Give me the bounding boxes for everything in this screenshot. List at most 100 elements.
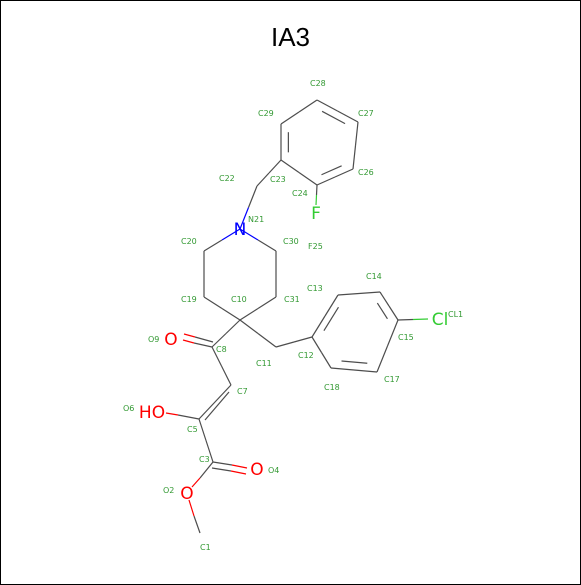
chlorine-symbol: Cl	[432, 310, 449, 330]
bond-n21-c22	[247, 185, 258, 208]
atom-index-label: C12	[298, 351, 314, 360]
bond-c14-c15	[388, 305, 399, 321]
bond-c8-c7	[220, 365, 232, 386]
bond-c8-c7	[211, 346, 223, 367]
bond-layer	[165, 99, 429, 534]
carbonyl-oxygen-symbol: O	[250, 460, 263, 480]
bond-c5-o6	[165, 412, 179, 416]
bond-c5-c3	[205, 440, 214, 463]
bond-c15-c17	[376, 345, 389, 373]
atom-index-label: C29	[258, 109, 274, 118]
atom-index-label: O6	[123, 404, 134, 413]
atom-index-label: C22	[219, 174, 235, 183]
atom-index-label: C11	[256, 359, 272, 368]
bond-c8-o9	[194, 336, 214, 343]
fluorine-symbol: F	[311, 204, 321, 224]
atom-index-label: CL1	[448, 310, 463, 319]
aromatic-inner-c14-c15	[376, 302, 388, 320]
bond-c22-c23	[256, 172, 270, 187]
hydroxyl-symbol: HO	[139, 403, 165, 423]
bond-c15-c17	[386, 319, 399, 347]
bond-c3-o4	[230, 470, 247, 475]
bond-c10-c11	[257, 333, 277, 348]
bond-c26-c27	[354, 121, 359, 146]
bond-c8-o9	[193, 342, 213, 348]
bond-c30-n21	[257, 239, 277, 252]
atom-index-label: O9	[148, 335, 159, 344]
bond-c24-c26	[334, 168, 354, 178]
bond-c27-c28	[337, 110, 359, 123]
bond-c10-c31	[239, 307, 259, 321]
bond-c24-f25	[315, 184, 318, 196]
aromatic-inner-c12-c13	[323, 306, 339, 332]
atom-index-label: C17	[384, 375, 400, 384]
atom-index-label: C15	[398, 333, 414, 342]
bond-c17-c18	[353, 369, 378, 373]
bond-c17-c18	[330, 367, 355, 371]
bond-c18-c12	[311, 336, 323, 353]
bond-c19-c10	[203, 296, 223, 310]
bond-c10-c11	[239, 319, 259, 334]
nitrogen-symbol: N	[234, 220, 247, 240]
bond-c3-o4	[211, 467, 232, 472]
ketone-oxygen-symbol: O	[164, 330, 177, 350]
bond-c10-c31	[257, 296, 277, 310]
bond-c11-c12	[275, 341, 295, 348]
bond-n21-c20	[203, 239, 223, 252]
aromatic-inner-c27-c28	[321, 110, 346, 125]
bond-c10-c8	[211, 333, 227, 348]
bond-c18-c12	[320, 352, 332, 369]
bond-c28-c29	[280, 111, 300, 125]
atom-index-label: C20	[181, 237, 197, 246]
atom-index-layer: C1O2C3O4C5O6C7C8O9C10C11C12C13C14C15CL1C…	[123, 79, 463, 552]
atom-index-label: C1	[200, 543, 211, 552]
bond-c19-c10	[221, 307, 241, 321]
atom-index-label: C23	[270, 175, 286, 184]
aromatic-inner-c24-c26	[321, 165, 342, 176]
bond-c26-c27	[352, 145, 357, 170]
bond-c13-c14	[358, 291, 381, 295]
aromatic-inner-c17-c18	[341, 360, 368, 364]
bond-c12-c13	[311, 315, 326, 338]
atom-symbol-layer: N O HO O O F Cl	[139, 204, 448, 504]
bond-c3-o4	[212, 461, 233, 466]
bond-c3-o2	[199, 461, 214, 479]
bond-c15-cl1	[412, 318, 429, 321]
bond-c5-o6	[177, 414, 200, 420]
bond-n21-c22	[239, 207, 250, 230]
bond-c15-cl1	[397, 318, 414, 321]
bond-c8-o9	[182, 339, 195, 344]
bond-o2-c1	[193, 515, 201, 534]
atom-index-label: C10	[231, 295, 247, 304]
atom-index-label: C3	[199, 455, 210, 464]
bond-n21-c20	[221, 228, 241, 241]
bond-c23-c24	[280, 159, 300, 173]
bond-c30-n21	[239, 228, 259, 241]
atom-index-label: F25	[308, 242, 323, 251]
atom-index-label: C5	[187, 425, 198, 434]
bond-c7-c5	[204, 391, 230, 421]
atom-index-label: C28	[310, 79, 326, 88]
atom-index-label: C24	[292, 189, 308, 198]
bond-c8-o9	[183, 333, 196, 338]
atom-index-label: C7	[237, 387, 248, 396]
atom-index-label: C14	[366, 272, 382, 281]
atom-index-label: C8	[216, 345, 227, 354]
bond-c3-o4	[231, 464, 248, 469]
atom-index-label: O4	[268, 466, 279, 475]
atom-index-label: C30	[283, 237, 299, 246]
bond-c12-c13	[324, 294, 339, 317]
atom-index-label: N21	[248, 215, 264, 224]
atom-index-label: C18	[324, 383, 340, 392]
atom-index-label: C26	[358, 168, 374, 177]
bond-c3-o2	[191, 477, 201, 488]
bond-c24-c26	[316, 176, 336, 186]
ester-oxygen-symbol: O	[180, 484, 193, 504]
bond-c10-c8	[225, 319, 241, 334]
bond-o2-c1	[188, 499, 195, 517]
bond-c28-c29	[298, 99, 318, 113]
bond-c24-f25	[315, 194, 318, 206]
molecule-title: IA3	[270, 22, 311, 52]
